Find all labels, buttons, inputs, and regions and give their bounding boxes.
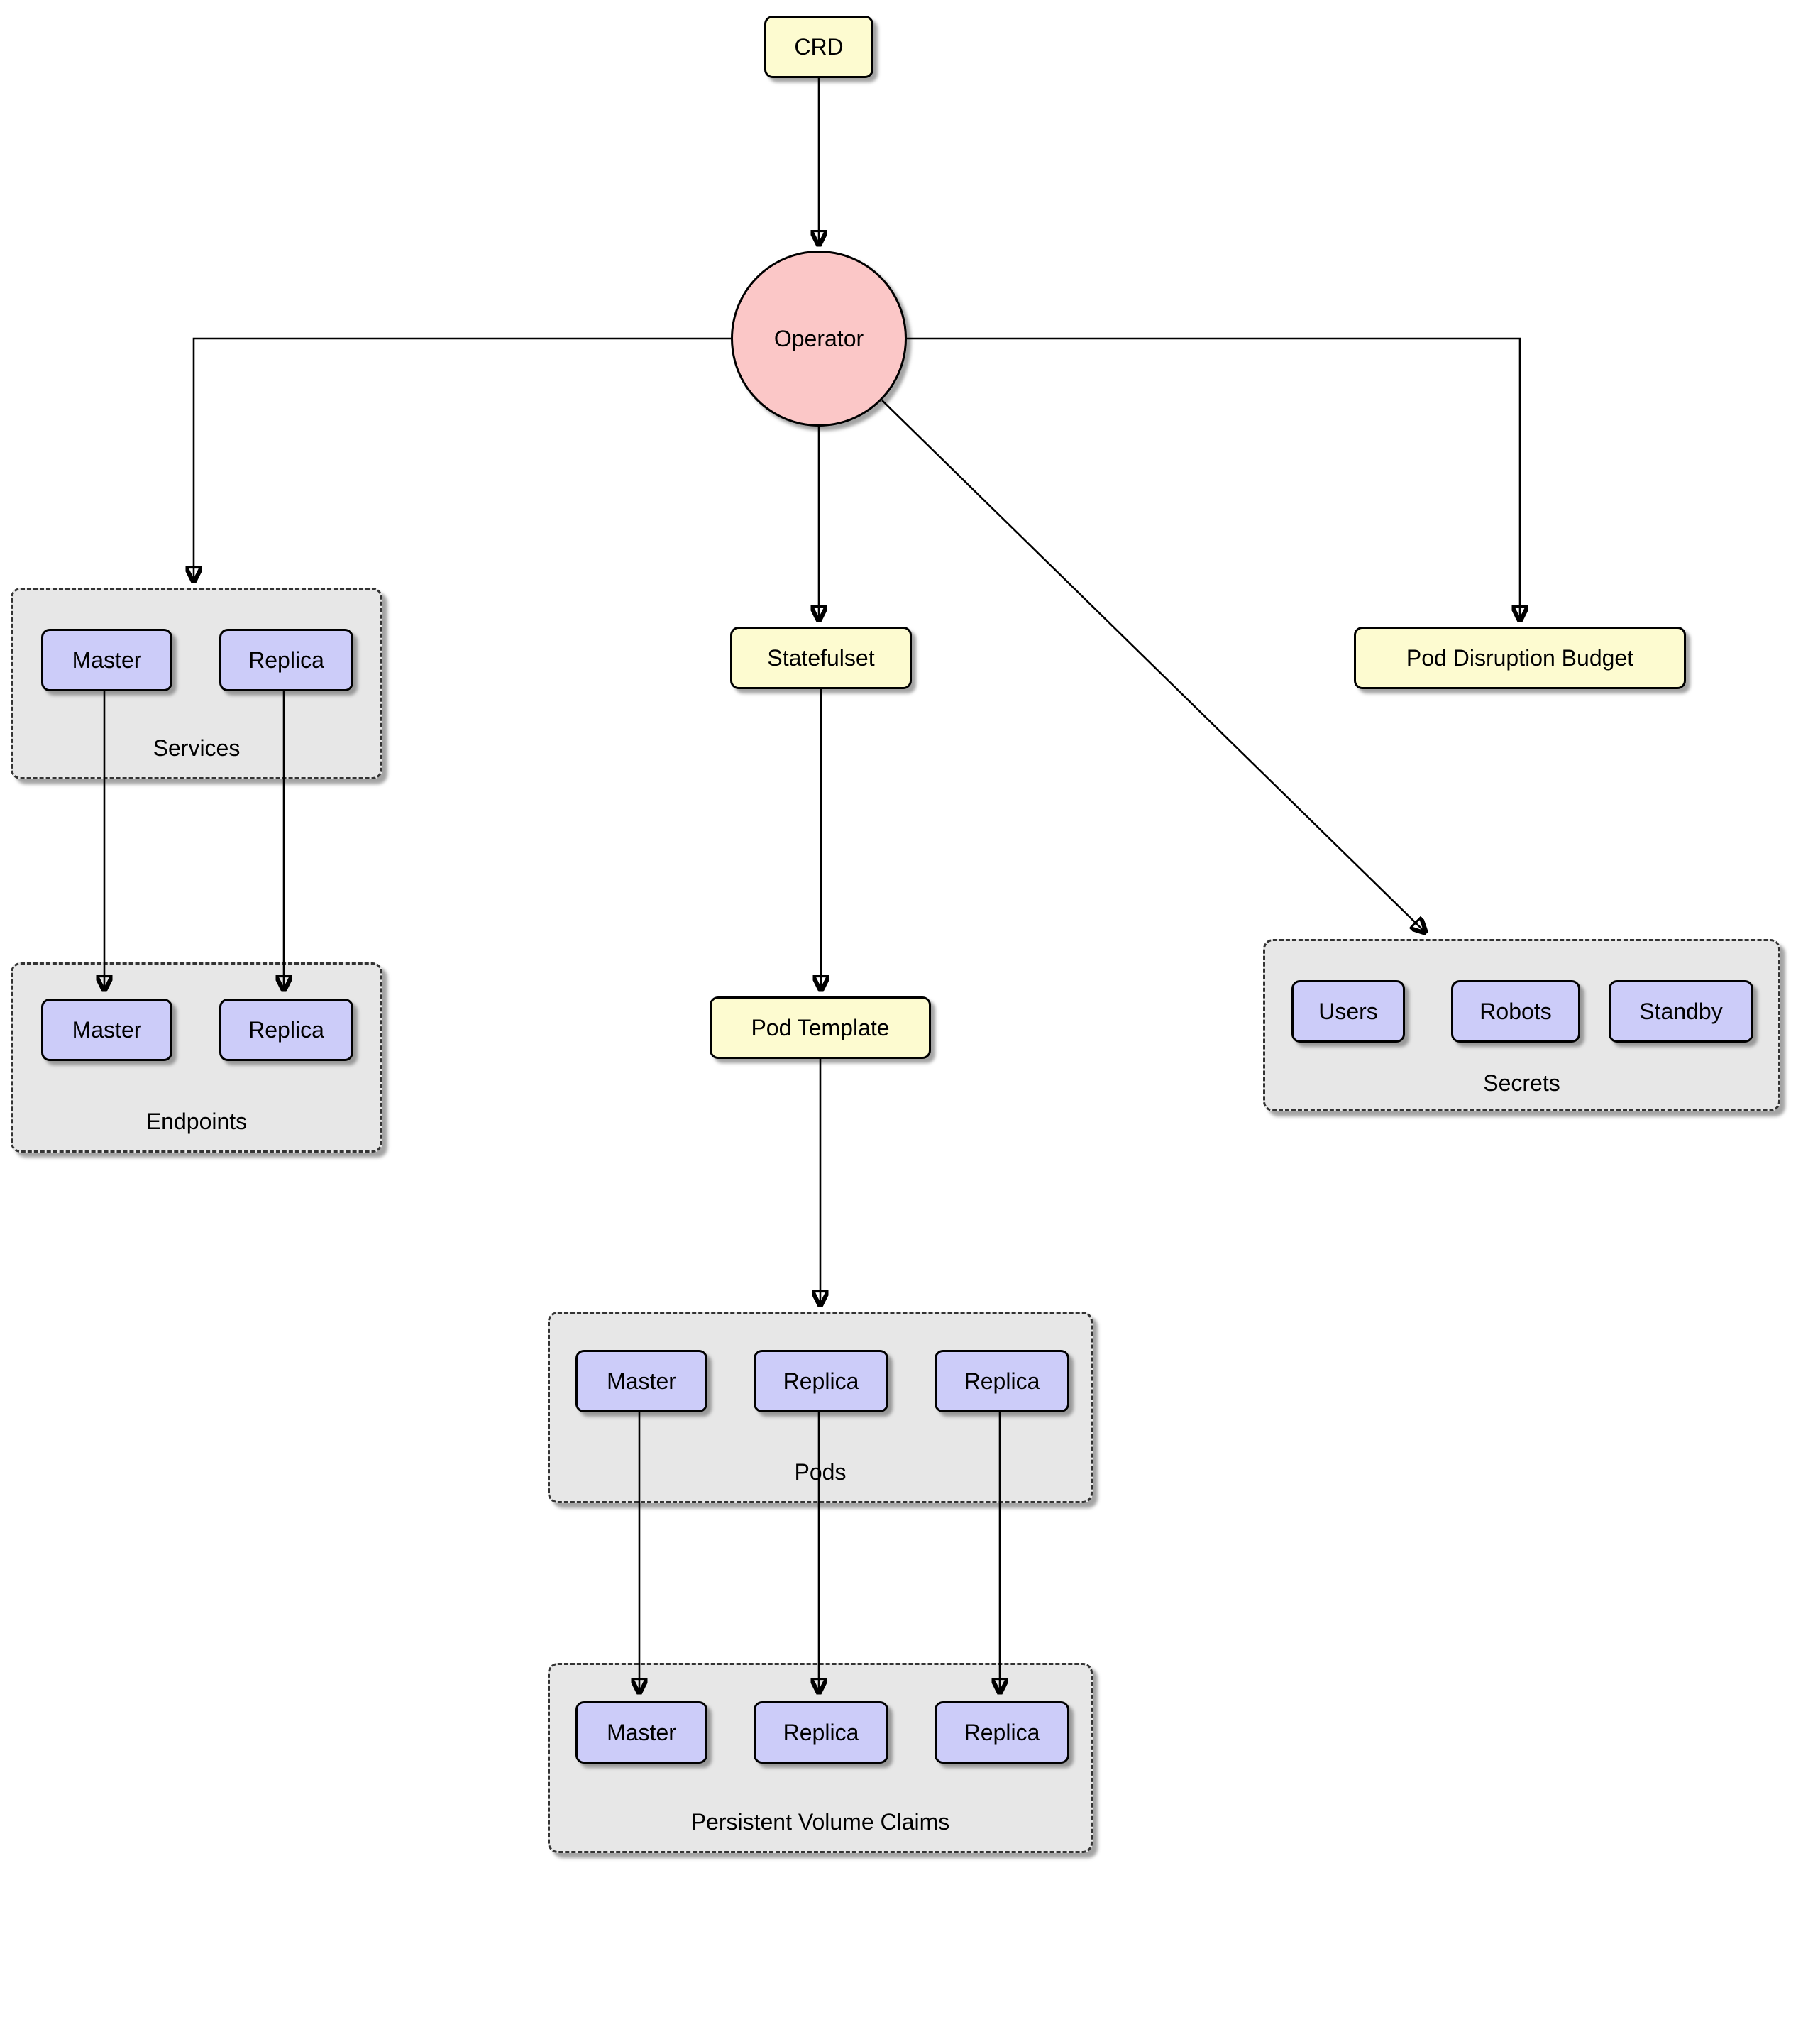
pods-master-node: Master xyxy=(575,1350,707,1412)
edge-operator-pod-disruption-budget xyxy=(907,337,1520,620)
pod-disruption-budget-node: Pod Disruption Budget xyxy=(1354,627,1686,689)
secrets-robots-node: Robots xyxy=(1451,980,1580,1043)
persistent-volume-claims-group: Master Replica Replica Persistent Volume… xyxy=(548,1663,1093,1853)
pods-group-label: Pods xyxy=(794,1459,847,1485)
secrets-group: Users Robots Standby Secrets xyxy=(1263,939,1780,1111)
endpoints-group: Master Replica Endpoints xyxy=(11,962,382,1153)
endpoints-group-label: Endpoints xyxy=(145,1109,248,1134)
secrets-users-node: Users xyxy=(1291,980,1405,1043)
services-group-label: Services xyxy=(153,735,241,761)
operator-node: Operator xyxy=(731,251,907,427)
services-replica-node: Replica xyxy=(219,629,353,691)
pvc-master-node: Master xyxy=(575,1701,707,1764)
pod-template-node: Pod Template xyxy=(710,996,931,1059)
edge-operator-secrets xyxy=(881,400,1425,932)
secrets-group-label: Secrets xyxy=(1483,1070,1560,1096)
pvc-replica1-node: Replica xyxy=(754,1701,888,1764)
pods-group: Master Replica Replica Pods xyxy=(548,1312,1093,1503)
statefulset-node: Statefulset xyxy=(730,627,912,689)
crd-node: CRD xyxy=(764,16,873,78)
services-master-node: Master xyxy=(41,629,172,691)
services-group: Master Replica Services xyxy=(11,588,382,779)
pvc-replica2-node: Replica xyxy=(935,1701,1069,1764)
persistent-volume-claims-group-label: Persistent Volume Claims xyxy=(690,1809,950,1835)
pods-replica1-node: Replica xyxy=(754,1350,888,1412)
edge-operator-services xyxy=(194,337,731,581)
endpoints-replica-node: Replica xyxy=(219,999,353,1061)
pods-replica2-node: Replica xyxy=(935,1350,1069,1412)
endpoints-master-node: Master xyxy=(41,999,172,1061)
secrets-standby-node: Standby xyxy=(1609,980,1753,1043)
